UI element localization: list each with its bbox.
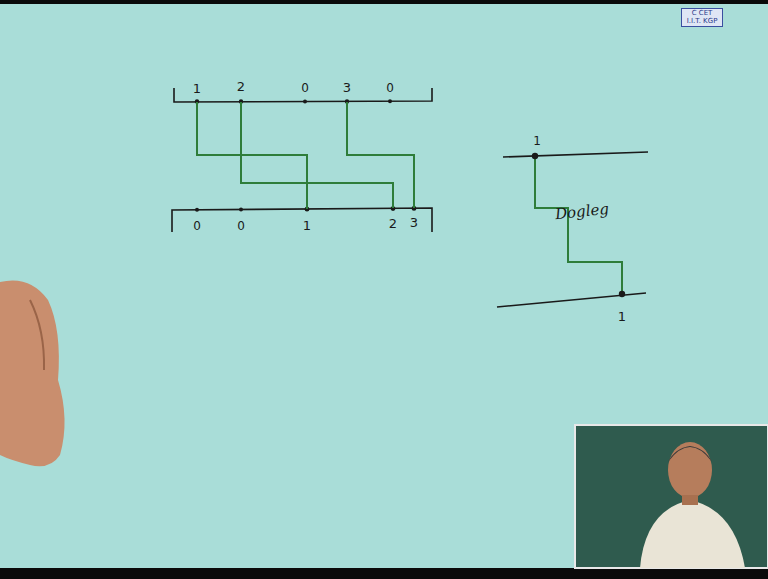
pin-number: 1: [193, 82, 201, 95]
pin-number: 2: [237, 80, 245, 93]
pin-dot: [532, 153, 538, 159]
pin-number: 3: [343, 81, 351, 94]
pin-number: 2: [389, 217, 397, 230]
channel-boundaries: [172, 88, 432, 232]
pin-number: 1: [303, 219, 311, 232]
top-edge: [0, 0, 768, 4]
pin-dot: [619, 291, 625, 297]
pin-number: 0: [237, 220, 245, 232]
pin-number: 3: [410, 216, 418, 229]
pin-number: 0: [301, 82, 309, 94]
dogleg-label: Dogleg: [554, 202, 609, 223]
hand: [0, 280, 65, 466]
pin-number: 1: [533, 135, 541, 147]
video-inset: [575, 425, 768, 568]
hand-shadow: [30, 300, 44, 370]
dogleg-wire: [535, 157, 622, 294]
pin-number: 0: [386, 82, 394, 94]
bottom-edge: [0, 568, 768, 579]
pin-number: 1: [618, 310, 626, 323]
pin-dots: [195, 99, 417, 212]
logo-text: C CET I.I.T. KGP: [685, 10, 719, 25]
dogleg-boundaries: [497, 152, 648, 307]
logo-box: C CET I.I.T. KGP: [681, 8, 723, 27]
net-wires: [197, 102, 414, 209]
pin-number: 0: [193, 220, 201, 232]
